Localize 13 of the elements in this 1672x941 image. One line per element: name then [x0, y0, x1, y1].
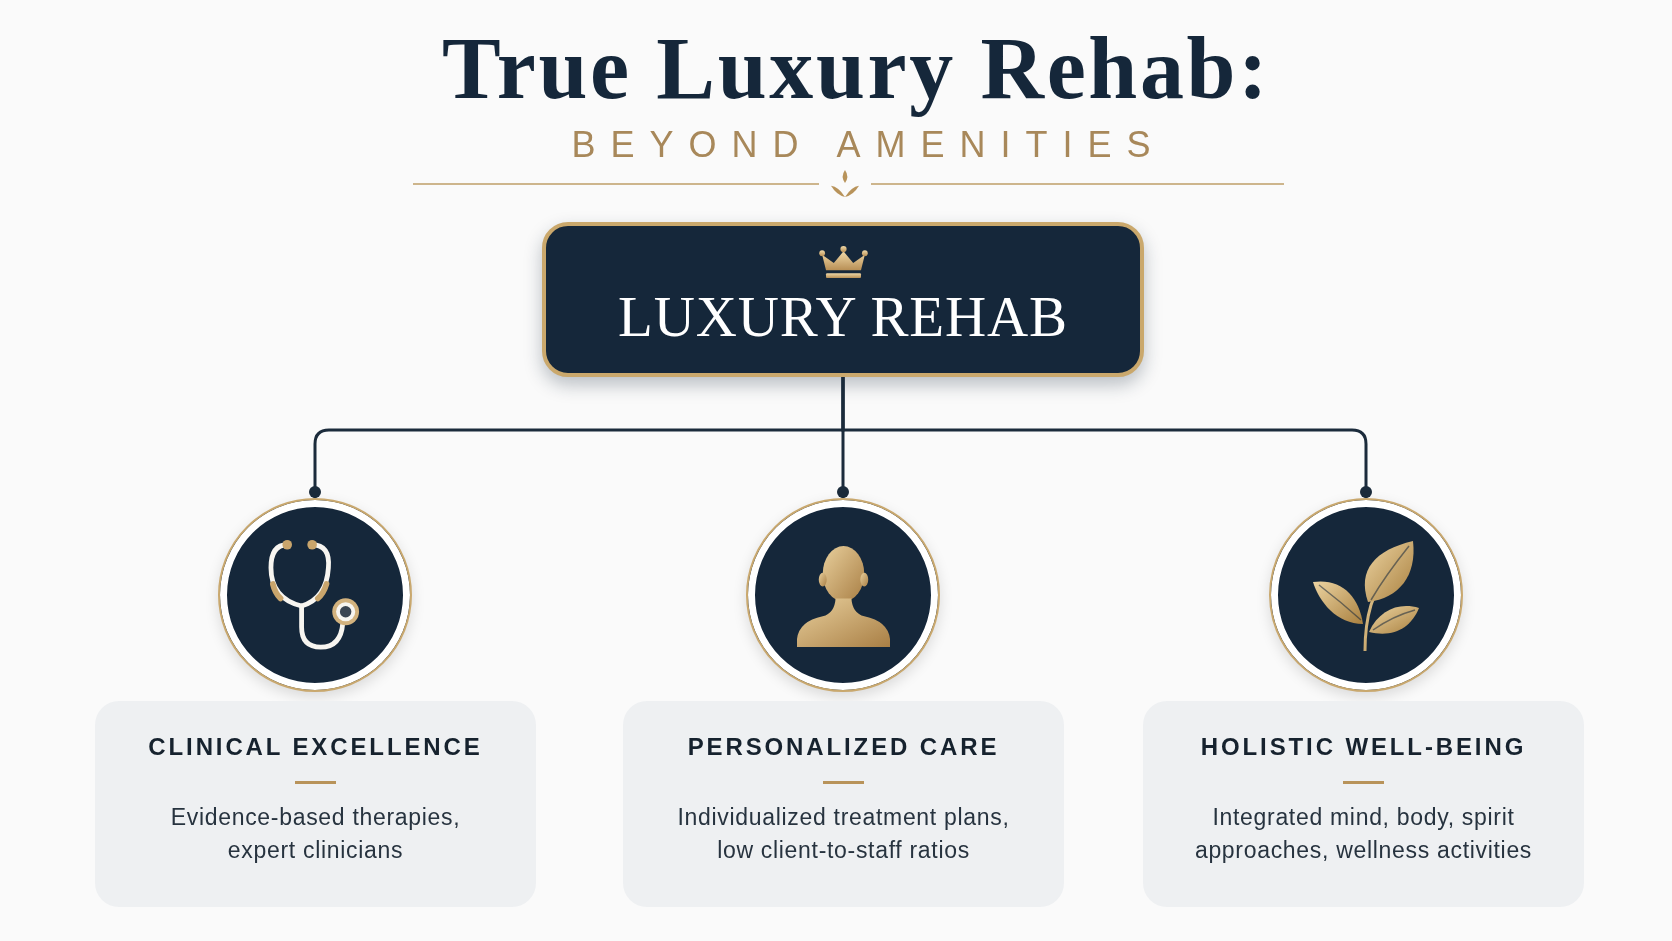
card-description: Evidence-based therapies, expert clinicians	[169, 803, 462, 865]
info-card	[623, 701, 1064, 907]
banner-title: LUXURY REHAB	[618, 288, 1068, 345]
card-heading: PERSONALIZED CARE	[687, 735, 1000, 759]
connector-line	[841, 377, 1372, 498]
info-card	[95, 701, 536, 907]
card-heading: CLINICAL EXCELLENCE	[148, 735, 483, 759]
subtitle: BEYOND AMENITIES	[571, 127, 1166, 163]
header-banner	[542, 222, 1144, 377]
card-description: Integrated mind, body, spirit approaches, wellness activities	[1193, 803, 1534, 865]
info-card	[1143, 701, 1584, 907]
card-heading: HOLISTIC WELL-BEING	[1200, 735, 1527, 759]
card-description: Individualized treatment plans, low client-to-staff ratios	[676, 803, 1011, 865]
